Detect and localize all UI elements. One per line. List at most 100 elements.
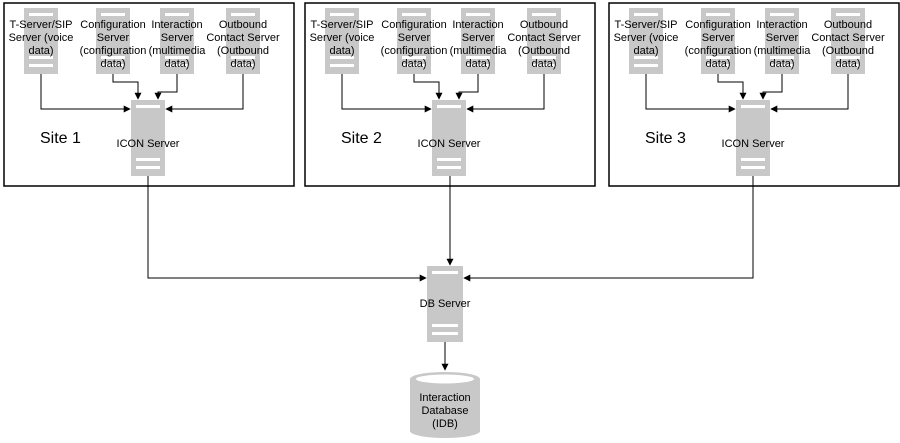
site-2-source-server-4-icon <box>527 8 561 74</box>
site-3-source-server-2-icon <box>701 8 735 74</box>
site-3-icon-server-icon <box>736 100 770 176</box>
site-3-source-label-3-line: Interaction <box>756 19 807 31</box>
site-3-source-label-3-line: data) <box>769 58 794 70</box>
site-2-source-label-2-line: (configuration <box>381 45 448 57</box>
site-1-source-label-3-line: Server <box>161 32 194 44</box>
site-2-source-label-3-line: (multimedia <box>450 45 508 57</box>
site-1-source-2-connector <box>112 74 142 100</box>
site-1-source-label-1-line: data) <box>28 45 53 57</box>
database-label-line: (IDB) <box>432 418 458 430</box>
site-2-icon-server-label: ICON Server <box>418 138 481 150</box>
site-1-source-label-1-line: T-Server/SIP <box>10 19 73 31</box>
site-3-source-4-connector <box>770 74 849 113</box>
site-1-source-server-2-icon <box>96 8 130 74</box>
database-cylinder-icon <box>410 372 480 438</box>
site-2-source-label-2-line: data) <box>401 58 426 70</box>
site-1-source-label-1-line: Server (voice <box>9 32 74 44</box>
site-3-label: Site 3 <box>645 130 686 147</box>
site-2-source-label-4-line: data) <box>531 58 556 70</box>
site-2-source-server-3-icon <box>461 8 495 74</box>
site-3-source-2-connector <box>717 74 747 100</box>
site-3-source-label-1-line: T-Server/SIP <box>615 19 678 31</box>
site-1-icon-server-icon <box>131 100 165 176</box>
site-1-icon-server-label: ICON Server <box>117 138 180 150</box>
site-1-source-label-4-line: (Outbound <box>217 45 269 57</box>
site-2-source-server-1-icon <box>325 8 359 74</box>
site-1-source-4-connector <box>165 74 244 113</box>
site-1-to-db-connector <box>147 176 427 282</box>
site-2-source-3-connector <box>455 74 479 100</box>
db-server-label: DB Server <box>420 298 471 310</box>
site-3-source-label-2-line: data) <box>705 58 730 70</box>
site-3-source-label-2-line: Configuration <box>685 19 750 31</box>
site-1-source-server-1-icon <box>24 8 58 74</box>
site-2-source-4-connector <box>466 74 545 113</box>
site-3-to-db-connector <box>463 176 754 282</box>
site-3-source-label-2-line: (configuration <box>685 45 752 57</box>
site-3-source-server-4-icon <box>831 8 865 74</box>
site-2-source-label-2-line: Configuration <box>381 19 446 31</box>
database-label-line: Interaction <box>419 392 470 404</box>
site-1-source-label-4-line: data) <box>230 58 255 70</box>
site-3-source-label-2-line: Server <box>702 32 735 44</box>
site-1-source-label-2-line: Configuration <box>80 19 145 31</box>
site-1-source-label-2-line: (configuration <box>80 45 147 57</box>
site-2-source-label-1-line: data) <box>329 45 354 57</box>
site-2-label: Site 2 <box>341 130 382 147</box>
site-1-source-3-connector <box>154 74 178 100</box>
site-2-source-label-4-line: (Outbound <box>518 45 570 57</box>
site-2-source-label-3-line: data) <box>465 58 490 70</box>
site-1-source-label-4-line: Outbound <box>219 19 267 31</box>
site-3-source-1-connector <box>645 74 736 113</box>
site-2-source-label-1-line: Server (voice <box>310 32 375 44</box>
site-1-source-1-connector <box>40 74 131 113</box>
site-3-source-3-connector <box>759 74 783 100</box>
site-1-source-label-3-line: (multimedia <box>149 45 207 57</box>
site-2-source-label-2-line: Server <box>398 32 431 44</box>
db-server-icon <box>427 266 463 342</box>
site-3-source-server-1-icon <box>629 8 663 74</box>
site-3-source-label-4-line: Contact Server <box>811 32 885 44</box>
database-label-line: Database <box>421 405 468 417</box>
site-2-icon-server-icon <box>432 100 466 176</box>
site-2-source-label-3-line: Interaction <box>452 19 503 31</box>
site-3-source-label-3-line: (multimedia <box>754 45 812 57</box>
site-2-source-label-1-line: T-Server/SIP <box>311 19 374 31</box>
site-2-source-1-connector <box>341 74 432 113</box>
site-1-source-label-3-line: data) <box>164 58 189 70</box>
site-1-label: Site 1 <box>40 130 81 147</box>
site-1-source-server-4-icon <box>226 8 260 74</box>
site-2-source-label-4-line: Outbound <box>520 19 568 31</box>
site-3-container <box>608 2 900 187</box>
site-3-source-label-4-line: Outbound <box>824 19 872 31</box>
site-3-source-label-3-line: Server <box>766 32 799 44</box>
site-3-source-label-1-line: data) <box>633 45 658 57</box>
site-3-source-label-1-line: Server (voice <box>614 32 679 44</box>
site-3-icon-server-label: ICON Server <box>722 138 785 150</box>
site-3-source-label-4-line: data) <box>835 58 860 70</box>
site-1-source-label-3-line: Interaction <box>151 19 202 31</box>
site-1-source-label-2-line: Server <box>97 32 130 44</box>
site-1-source-server-3-icon <box>160 8 194 74</box>
site-1-source-label-2-line: data) <box>100 58 125 70</box>
site-3-source-server-3-icon <box>765 8 799 74</box>
site-1-source-label-4-line: Contact Server <box>206 32 280 44</box>
site-2-source-2-connector <box>413 74 443 100</box>
site-2-source-label-3-line: Server <box>462 32 495 44</box>
site-2-source-label-4-line: Contact Server <box>507 32 581 44</box>
site-1-container <box>3 2 295 187</box>
site-2-source-server-2-icon <box>397 8 431 74</box>
